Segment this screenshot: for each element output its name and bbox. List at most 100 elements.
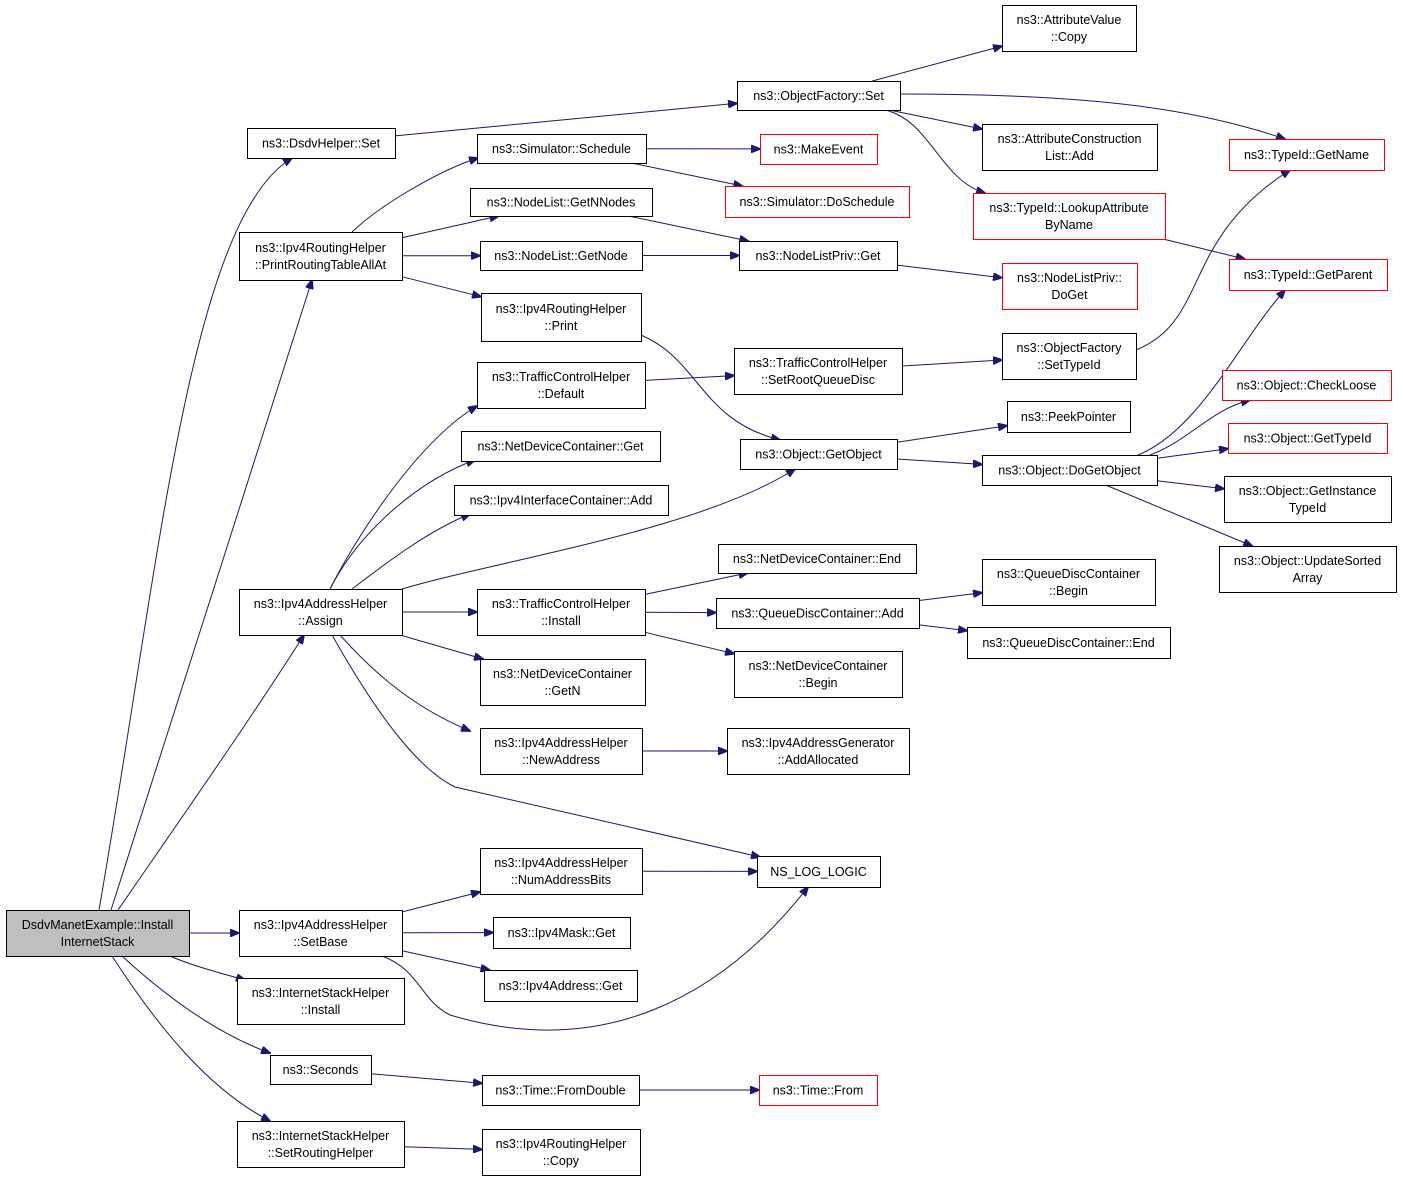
node-box (740, 439, 898, 470)
node-tch-install[interactable]: ns3::TrafficControlHelper::Install (477, 589, 646, 636)
node-ndc-get[interactable]: ns3::NetDeviceContainer::Get (461, 431, 661, 462)
edge-obj_dogetobject-to-obj_getinst (1156, 480, 1224, 489)
node-time-fromdouble[interactable]: ns3::Time::FromDouble (482, 1075, 640, 1106)
node-mask-get[interactable]: ns3::Ipv4Mask::Get (493, 917, 631, 949)
node-dsdv-set[interactable]: ns3::DsdvHelper::Set (247, 128, 396, 159)
node-label-line: ns3::Object::GetInstance (1239, 484, 1377, 498)
node-nlp-get[interactable]: ns3::NodeListPriv::Get (739, 241, 898, 271)
node-label-line: ns3::Ipv4AddressHelper (254, 918, 387, 932)
node-box (1002, 263, 1138, 310)
node-of-settypeid[interactable]: ns3::ObjectFactory::SetTypeId (1002, 333, 1137, 380)
node-iic-add[interactable]: ns3::Ipv4InterfaceContainer::Add (454, 485, 669, 516)
node-ns-log-logic[interactable]: NS_LOG_LOGIC (757, 856, 881, 888)
node-box (477, 589, 646, 636)
node-label-line: ::Copy (1051, 30, 1088, 44)
node-qdc-end[interactable]: ns3::QueueDiscContainer::End (967, 627, 1171, 659)
edge-iah_assign-to-ndc_get (329, 460, 475, 590)
node-box (1229, 139, 1385, 171)
node-label-line: ns3::TrafficControlHelper (492, 370, 630, 384)
node-obj-checkloose[interactable]: ns3::Object::CheckLoose (1222, 370, 1392, 401)
node-label-line: ns3::DsdvHelper::Set (262, 137, 381, 151)
node-iah-numbits[interactable]: ns3::Ipv4AddressHelper::NumAddressBits (480, 848, 643, 895)
node-addr-get[interactable]: ns3::Ipv4Address::Get (484, 970, 638, 1002)
edge-root-to-ish_setrouting (111, 955, 270, 1121)
edge-of_set-to-tid_lookup (884, 109, 985, 193)
edge-root-to-ish_install (169, 955, 245, 980)
node-iah-newaddr[interactable]: ns3::Ipv4AddressHelper::NewAddress (480, 728, 643, 775)
node-label-line: DoGet (1051, 288, 1088, 302)
node-peekpointer[interactable]: ns3::PeekPointer (1007, 401, 1131, 433)
node-time-from[interactable]: ns3::Time::From (759, 1075, 878, 1106)
node-qdc-begin[interactable]: ns3::QueueDiscContainer::Begin (982, 559, 1156, 606)
node-label-line: ns3::AttributeValue (1017, 13, 1122, 27)
node-iag-addalloc[interactable]: ns3::Ipv4AddressGenerator::AddAllocated (727, 728, 910, 775)
node-box (1219, 546, 1397, 593)
node-sim-doschedule[interactable]: ns3::Simulator::DoSchedule (725, 186, 910, 218)
node-tch-setroot[interactable]: ns3::TrafficControlHelper::SetRootQueueD… (734, 348, 903, 395)
node-box (480, 241, 643, 271)
node-irh-print[interactable]: ns3::Ipv4RoutingHelper::Print (481, 293, 642, 342)
edge-nlp_get-to-nlp_doget (896, 264, 1002, 278)
node-irh-print-all[interactable]: ns3::Ipv4RoutingHelper::PrintRoutingTabl… (239, 232, 403, 281)
edge-root-to-dsdv_set (98, 158, 292, 911)
edge-iah_assign-to-tch_default (329, 406, 477, 590)
node-box (470, 188, 653, 217)
edge-nl_getnnodes-to-nlp_get (628, 215, 748, 241)
node-label-line: ns3::TypeId::GetName (1244, 148, 1369, 162)
node-qdc-add[interactable]: ns3::QueueDiscContainer::Add (716, 598, 920, 629)
node-sim-schedule[interactable]: ns3::Simulator::Schedule (477, 134, 647, 164)
node-ish-setrouting[interactable]: ns3::InternetStackHelper::SetRoutingHelp… (237, 1121, 405, 1168)
node-ndc-end[interactable]: ns3::NetDeviceContainer::End (718, 544, 917, 574)
node-label-line: ns3::Ipv4AddressHelper (494, 856, 627, 870)
node-ndc-begin[interactable]: ns3::NetDeviceContainer::Begin (734, 651, 903, 698)
node-box (718, 544, 917, 574)
edge-iah_assign-to-obj_getobject (401, 469, 795, 590)
node-label-line: ns3::TrafficControlHelper (749, 356, 887, 370)
node-tid-getname[interactable]: ns3::TypeId::GetName (1229, 139, 1385, 171)
node-label-line: ByName (1045, 218, 1093, 232)
node-label-line: ns3::Object::GetObject (755, 448, 882, 462)
node-box (716, 598, 920, 629)
node-of-set[interactable]: ns3::ObjectFactory::Set (737, 81, 901, 111)
node-seconds[interactable]: ns3::Seconds (270, 1055, 372, 1085)
node-irh-copy[interactable]: ns3::Ipv4RoutingHelper::Copy (482, 1129, 641, 1176)
node-box (482, 1075, 640, 1106)
node-ndc-getn[interactable]: ns3::NetDeviceContainer::GetN (480, 659, 646, 706)
node-av-copy[interactable]: ns3::AttributeValue::Copy (1002, 5, 1137, 52)
edge-seconds-to-time_fromdouble (370, 1073, 482, 1084)
node-box (757, 856, 881, 888)
node-label-line: ns3::TypeId::LookupAttribute (989, 201, 1148, 215)
node-box (1224, 476, 1392, 523)
node-tid-getparent[interactable]: ns3::TypeId::GetParent (1229, 259, 1388, 291)
node-make-event[interactable]: ns3::MakeEvent (760, 134, 878, 165)
node-nl-getnode[interactable]: ns3::NodeList::GetNode (480, 241, 643, 271)
node-box (482, 1129, 641, 1176)
node-label-line: ::Install (541, 614, 581, 628)
node-label-line: ns3::Simulator::Schedule (492, 142, 631, 156)
node-iah-assign[interactable]: ns3::Ipv4AddressHelper::Assign (239, 589, 403, 636)
node-label-line: ns3::Ipv4RoutingHelper (255, 241, 386, 255)
edge-obj_dogetobject-to-obj_gettypeid (1156, 449, 1228, 459)
node-label-line: ns3::Object::CheckLoose (1237, 379, 1377, 393)
node-tch-default[interactable]: ns3::TrafficControlHelper::Default (477, 362, 646, 409)
node-label-line: ns3::Object::DoGetObject (998, 464, 1141, 478)
node-nlp-doget[interactable]: ns3::NodeListPriv::DoGet (1002, 263, 1138, 310)
node-box (725, 186, 910, 218)
edge-tch_setroot-to-of_settypeid (901, 360, 1002, 367)
node-obj-gettypeid[interactable]: ns3::Object::GetTypeId (1228, 423, 1388, 454)
edge-qdc_add-to-qdc_end (918, 624, 967, 631)
node-nl-getnnodes[interactable]: ns3::NodeList::GetNNodes (470, 188, 653, 217)
node-box (967, 627, 1171, 659)
edge-obj_dogetobject-to-obj_checkloose (1149, 400, 1250, 456)
node-label-line: ns3::NodeList::GetNode (494, 249, 627, 263)
node-ish-install[interactable]: ns3::InternetStackHelper::Install (237, 978, 405, 1025)
node-label-line: ::Begin (1049, 584, 1088, 598)
edge-obj_getobject-to-peekpointer (896, 426, 1007, 443)
node-iah-setbase[interactable]: ns3::Ipv4AddressHelper::SetBase (239, 910, 403, 957)
node-obj-dogetobject[interactable]: ns3::Object::DoGetObject (982, 455, 1158, 486)
node-obj-getobject[interactable]: ns3::Object::GetObject (740, 439, 898, 470)
